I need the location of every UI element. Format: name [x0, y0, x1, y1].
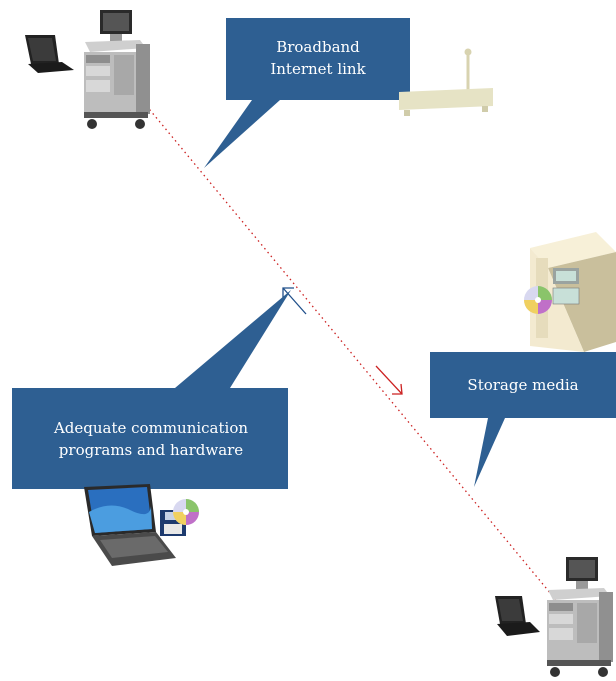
adequate-line-1: Adequate communication [53, 419, 249, 437]
adequate-callout [12, 290, 291, 489]
adequate-callout-label: Adequate communication programs and hard… [14, 417, 288, 461]
laptop-icon [84, 484, 176, 566]
ultrasound-machine-icon [547, 557, 613, 677]
blue-pointer-arrow [282, 287, 307, 315]
broadband-line-1: Broadband [276, 38, 360, 56]
router-icon [399, 48, 493, 116]
broadband-callout [204, 18, 410, 168]
laptop-icon [495, 596, 540, 636]
storage-callout [430, 352, 616, 487]
dotted-link-line [139, 97, 557, 601]
red-transfer-arrow [375, 365, 403, 395]
storage-callout-label: Storage media [430, 374, 616, 396]
storage-line-1: Storage media [467, 376, 579, 394]
laptop-icon [25, 35, 74, 73]
broadband-callout-label: Broadband Internet link [226, 36, 410, 80]
adequate-line-2: programs and hardware [58, 441, 244, 459]
broadband-line-2: Internet link [270, 60, 366, 78]
cd-disc-icon [173, 499, 199, 525]
ultrasound-machine-icon [84, 10, 150, 129]
cd-disc-icon [524, 286, 552, 314]
